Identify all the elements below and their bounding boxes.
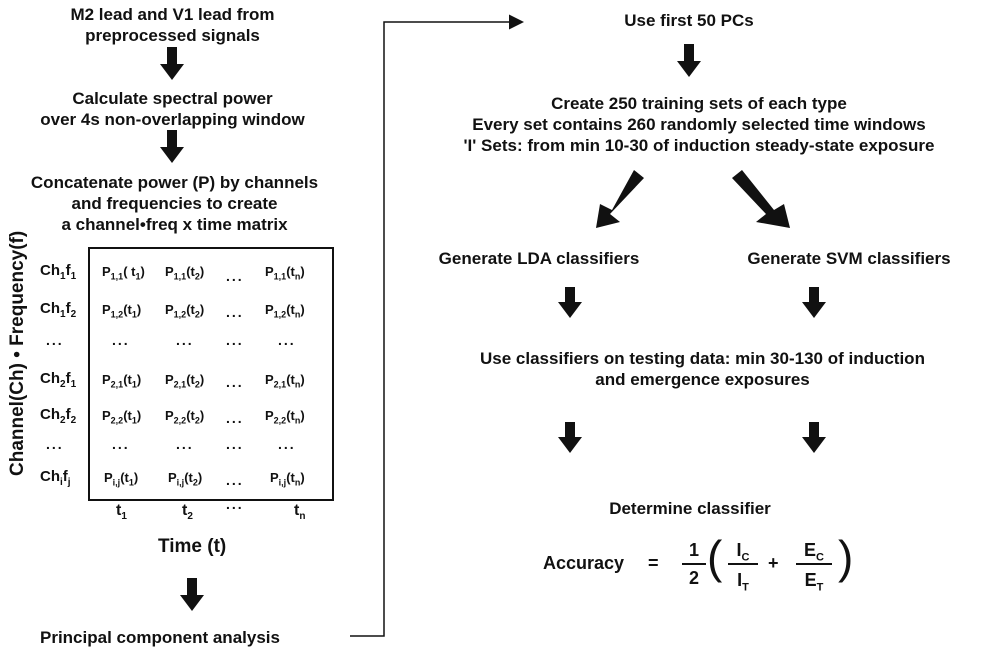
cell-ellipsis: ... — [112, 436, 130, 452]
row-label: Ch2f1 — [40, 370, 77, 390]
formula-left-paren: ( — [707, 531, 723, 583]
col-label: tn — [294, 502, 306, 523]
formula-e-bar — [796, 563, 832, 565]
matrix-cell: P1,1( t1) — [102, 264, 145, 282]
cell-ellipsis: ... — [226, 374, 244, 390]
row-label: Ch2f2 — [40, 406, 77, 426]
step-pca: Principal component analysis — [40, 628, 280, 647]
cell-ellipsis: ... — [176, 332, 194, 348]
cell-ellipsis: ... — [226, 268, 244, 284]
matrix-cell: Pi,j(t2) — [168, 470, 203, 488]
step-svm: Generate SVM classifiers — [747, 249, 951, 268]
cell-ellipsis: ... — [226, 410, 244, 426]
formula-half-bar — [682, 563, 706, 565]
matrix-cell: P2,2(t1) — [102, 408, 142, 426]
formula-half-denominator: 2 — [688, 568, 699, 588]
formula-et: ET — [804, 570, 824, 594]
col-label: t2 — [182, 502, 193, 523]
cell-ellipsis: ... — [112, 332, 130, 348]
formula-plus: + — [768, 553, 779, 573]
step-first-50-pcs: Use first 50 PCs — [624, 11, 754, 30]
formula-half-numerator: 1 — [688, 540, 699, 560]
cell-ellipsis: ... — [278, 436, 296, 452]
row-ellipsis: ... — [46, 332, 64, 348]
down-arrow-svm — [802, 287, 826, 318]
diag-arrow-right — [732, 170, 790, 228]
matrix-x-label: Time (t) — [158, 536, 227, 557]
cell-ellipsis: ... — [176, 436, 194, 452]
formula-ic: IC — [736, 540, 750, 564]
cell-ellipsis: ... — [226, 436, 244, 452]
diag-arrow-left — [596, 170, 644, 228]
matrix-cell: P1,1(t2) — [165, 264, 205, 282]
col-label: t1 — [116, 502, 127, 523]
cell-ellipsis: ... — [278, 332, 296, 348]
cell-ellipsis: ... — [226, 304, 244, 320]
formula-right-paren: ) — [838, 531, 854, 583]
cell-ellipsis: ... — [226, 472, 244, 488]
down-arrow-lda — [558, 287, 582, 318]
formula-it: IT — [737, 570, 749, 594]
row-label: Chifj — [40, 468, 71, 488]
matrix-cell: Pi,j(tn) — [270, 470, 305, 488]
matrix-cell: P2,2(tn) — [265, 408, 305, 426]
formula-ec: EC — [804, 540, 824, 564]
formula-accuracy-label: Accuracy — [543, 553, 625, 573]
col-ellipsis: ... — [226, 496, 244, 512]
formula-i-bar — [728, 563, 758, 565]
step-determine: Determine classifier — [609, 499, 771, 518]
down-arrow-lda-2 — [558, 422, 582, 453]
step-lda: Generate LDA classifiers — [438, 249, 640, 268]
matrix-y-label: Channel(Ch) • Frequency(f) — [7, 230, 28, 476]
matrix-cell: P1,1(tn) — [265, 264, 305, 282]
connector-pca-to-pcs — [350, 14, 524, 637]
matrix-cell: Pi,j(t1) — [104, 470, 139, 488]
matrix-cell: P2,1(t2) — [165, 372, 205, 390]
step-testing: Use classifiers on testing data: min 30-… — [480, 349, 925, 389]
cell-ellipsis: ... — [226, 332, 244, 348]
matrix-cell: P1,2(t2) — [165, 302, 205, 320]
matrix-cell: P2,2(t2) — [165, 408, 205, 426]
matrix-cell: P1,2(tn) — [265, 302, 305, 320]
down-arrow-2 — [160, 130, 184, 163]
down-arrow-3 — [180, 578, 204, 611]
down-arrow-right-1 — [677, 44, 701, 77]
row-ellipsis: ... — [46, 436, 64, 452]
formula-equals: = — [648, 553, 659, 573]
power-matrix — [88, 247, 334, 501]
row-label: Ch1f2 — [40, 300, 77, 320]
down-arrow-1 — [160, 47, 184, 80]
matrix-cell: P2,1(tn) — [265, 372, 305, 390]
down-arrow-svm-2 — [802, 422, 826, 453]
matrix-cell: P1,2(t1) — [102, 302, 142, 320]
matrix-cell: P2,1(t1) — [102, 372, 142, 390]
row-label: Ch1f1 — [40, 262, 77, 282]
